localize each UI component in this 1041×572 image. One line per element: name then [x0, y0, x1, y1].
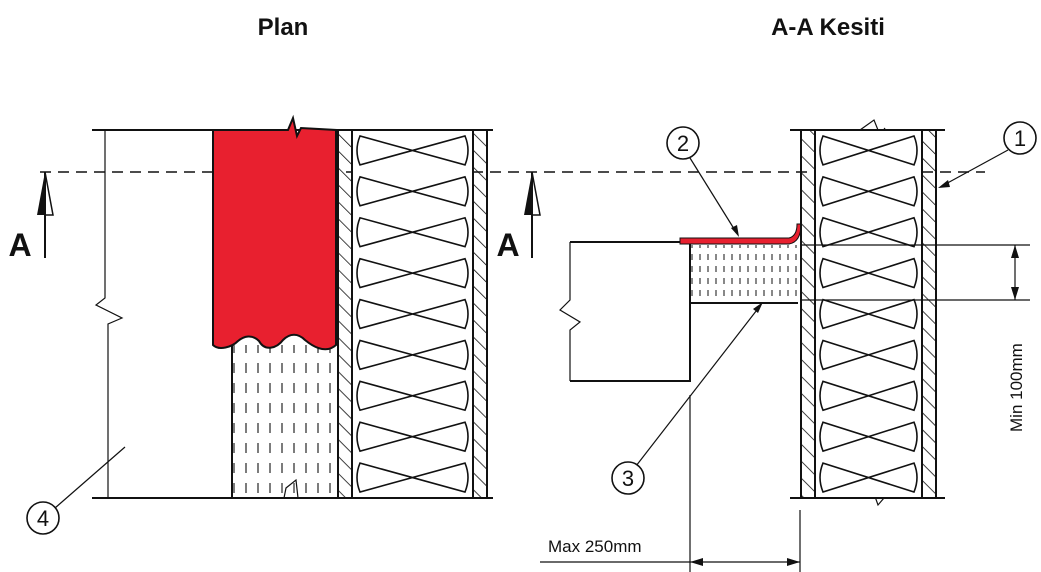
section-view: Min 100mm Max 250mm: [540, 119, 1030, 572]
plan-title: Plan: [258, 14, 309, 41]
section-marker-right: A: [496, 171, 541, 263]
plan-view: [92, 114, 493, 499]
insulation-loop: [819, 175, 918, 207]
plan-fire-barrier: [212, 114, 337, 351]
callout-2: 2: [666, 126, 739, 237]
insulation-loop: [819, 135, 918, 166]
section-insulation-loops: [819, 135, 918, 493]
callout-4: 4: [26, 446, 126, 535]
insulation-loop: [356, 339, 469, 371]
section-dashed-insulation: [690, 245, 798, 303]
insulation-loop: [356, 135, 469, 166]
section-wall-hatch-outer: [921, 129, 937, 499]
max-overlap-dimension: Max 250mm: [548, 537, 642, 556]
callout-1-label: 1: [1014, 126, 1026, 151]
section-wall-hatch-inner: [800, 129, 816, 499]
insulation-loop: [356, 298, 469, 330]
plan-dashed-insulation: [232, 345, 336, 498]
insulation-loop: [356, 462, 469, 493]
section-marker-left: A: [8, 171, 54, 263]
callout-1: 1: [938, 121, 1037, 188]
insulation-loop: [819, 380, 918, 412]
insulation-loop: [356, 380, 469, 412]
section-fire-barrier: [679, 223, 802, 245]
insulation-loop: [356, 257, 469, 289]
plan-wall-hatch-outer: [472, 129, 488, 499]
insulation-loop: [356, 175, 469, 207]
insulation-loop: [819, 462, 918, 493]
callout-4-label: 4: [37, 506, 49, 531]
section-marker-right-label: A: [496, 227, 519, 263]
insulation-loop: [819, 216, 918, 248]
callout-2-label: 2: [677, 131, 689, 156]
plan-insulation-loops: [356, 135, 469, 493]
section-marker-left-label: A: [8, 227, 31, 263]
insulation-loop: [819, 339, 918, 371]
insulation-loop: [356, 216, 469, 248]
callout-3-label: 3: [622, 466, 634, 491]
section-title: A-A Kesiti: [771, 14, 885, 41]
callout-3: 3: [611, 302, 763, 495]
min-depth-dimension: Min 100mm: [1007, 343, 1026, 432]
insulation-loop: [356, 421, 469, 453]
plan-wall-hatch-inner: [337, 129, 353, 499]
insulation-loop: [819, 421, 918, 453]
insulation-loop: [819, 257, 918, 289]
